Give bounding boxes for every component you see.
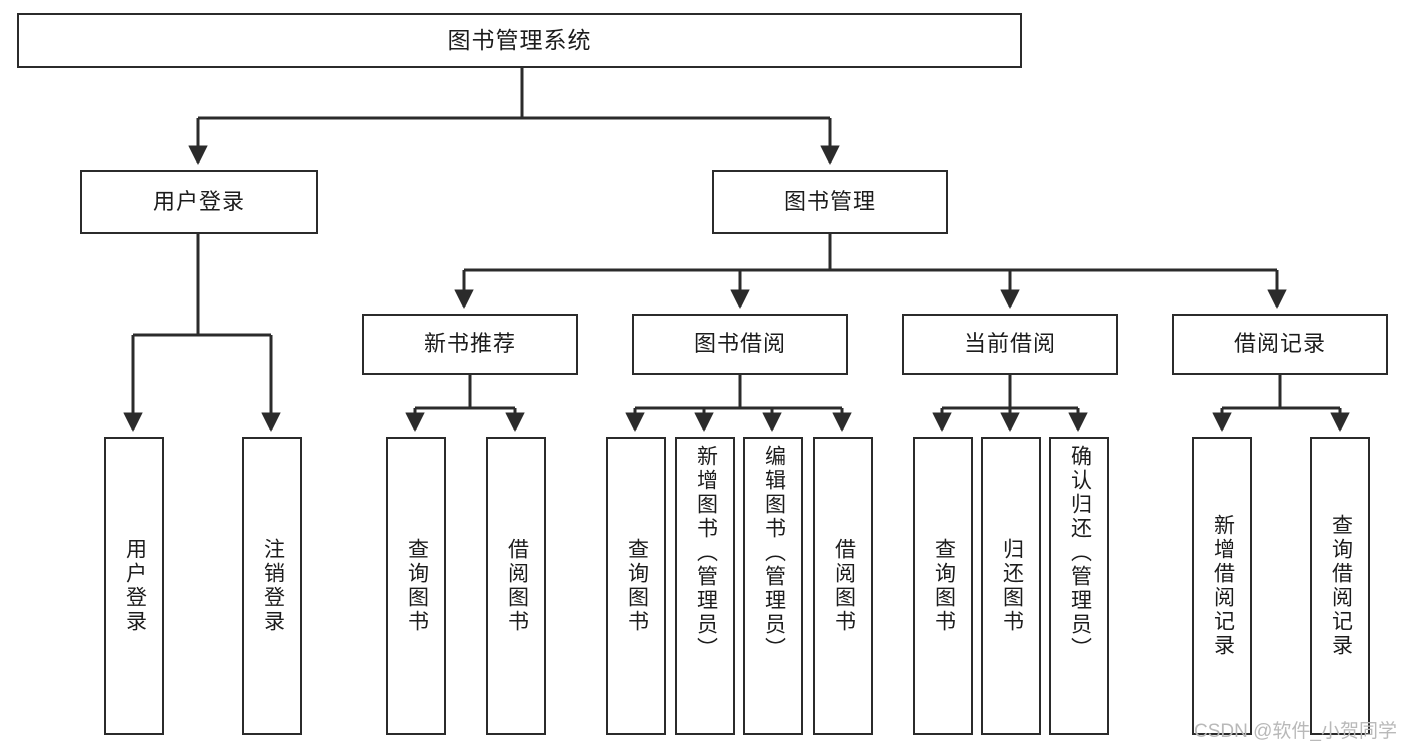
leaf-edit-book-admin[interactable]: 编辑图书（管理员） (743, 437, 803, 735)
leaf-borrow-book-recommend[interactable]: 借阅图书 (486, 437, 546, 735)
leaf-add-book-admin[interactable]: 新增图书（管理员） (675, 437, 735, 735)
node-label: 图书借阅 (693, 331, 786, 357)
leaf-text-wrap: 查询图书 (608, 439, 664, 733)
node-label: 编辑图书（管理员） (762, 445, 786, 661)
leaf-text-wrap: 查询借阅记录 (1312, 439, 1368, 733)
node-label: 确认归还（管理员） (1068, 445, 1092, 661)
node-label: 用户登录 (123, 538, 147, 634)
leaf-user-login[interactable]: 用户登录 (104, 437, 164, 735)
node-book-management[interactable]: 图书管理 (712, 170, 948, 234)
leaf-add-borrow-record[interactable]: 新增借阅记录 (1192, 437, 1252, 735)
node-label: 借阅图书 (505, 538, 529, 634)
leaf-query-book-current[interactable]: 查询图书 (913, 437, 973, 735)
leaf-query-book-recommend[interactable]: 查询图书 (386, 437, 446, 735)
node-user-login[interactable]: 用户登录 (80, 170, 318, 234)
leaf-text-wrap: 新增借阅记录 (1194, 439, 1250, 733)
leaf-logout[interactable]: 注销登录 (242, 437, 302, 735)
leaf-return-book[interactable]: 归还图书 (981, 437, 1041, 735)
leaf-text-wrap: 查询图书 (915, 439, 971, 733)
leaf-query-book-borrow[interactable]: 查询图书 (606, 437, 666, 735)
node-label: 归还图书 (1000, 538, 1024, 634)
node-label: 用户登录 (152, 188, 245, 214)
node-label: 查询借阅记录 (1329, 514, 1353, 658)
leaf-text-wrap: 确认归还（管理员） (1051, 439, 1107, 739)
node-book-borrow[interactable]: 图书借阅 (632, 314, 848, 375)
leaf-text-wrap: 借阅图书 (488, 439, 544, 733)
node-label: 当前借阅 (963, 331, 1056, 357)
leaf-text-wrap: 借阅图书 (815, 439, 871, 733)
node-label: 新增图书（管理员） (694, 445, 718, 661)
leaf-confirm-return-admin[interactable]: 确认归还（管理员） (1049, 437, 1109, 735)
node-label: 借阅图书 (832, 538, 856, 634)
node-current-borrow[interactable]: 当前借阅 (902, 314, 1118, 375)
node-borrow-record[interactable]: 借阅记录 (1172, 314, 1388, 375)
node-label: 查询图书 (932, 538, 956, 634)
node-label: 新增借阅记录 (1211, 514, 1235, 658)
node-label: 新书推荐 (423, 331, 516, 357)
node-root-system[interactable]: 图书管理系统 (17, 13, 1022, 68)
leaf-text-wrap: 注销登录 (244, 439, 300, 733)
leaf-text-wrap: 用户登录 (106, 439, 162, 733)
leaf-text-wrap: 新增图书（管理员） (677, 439, 733, 739)
leaf-text-wrap: 编辑图书（管理员） (745, 439, 801, 739)
watermark-text: CSDN @软件_小贺同学 (1194, 721, 1397, 742)
leaf-query-borrow-record[interactable]: 查询借阅记录 (1310, 437, 1370, 735)
leaf-borrow-book-borrow[interactable]: 借阅图书 (813, 437, 873, 735)
node-label: 图书管理系统 (447, 26, 592, 53)
node-label: 借阅记录 (1233, 331, 1326, 357)
node-label: 注销登录 (261, 538, 285, 634)
node-label: 查询图书 (625, 538, 649, 634)
leaf-text-wrap: 归还图书 (983, 439, 1039, 733)
leaf-text-wrap: 查询图书 (388, 439, 444, 733)
node-label: 查询图书 (405, 538, 429, 634)
node-new-book-recommend[interactable]: 新书推荐 (362, 314, 578, 375)
node-label: 图书管理 (783, 188, 876, 214)
